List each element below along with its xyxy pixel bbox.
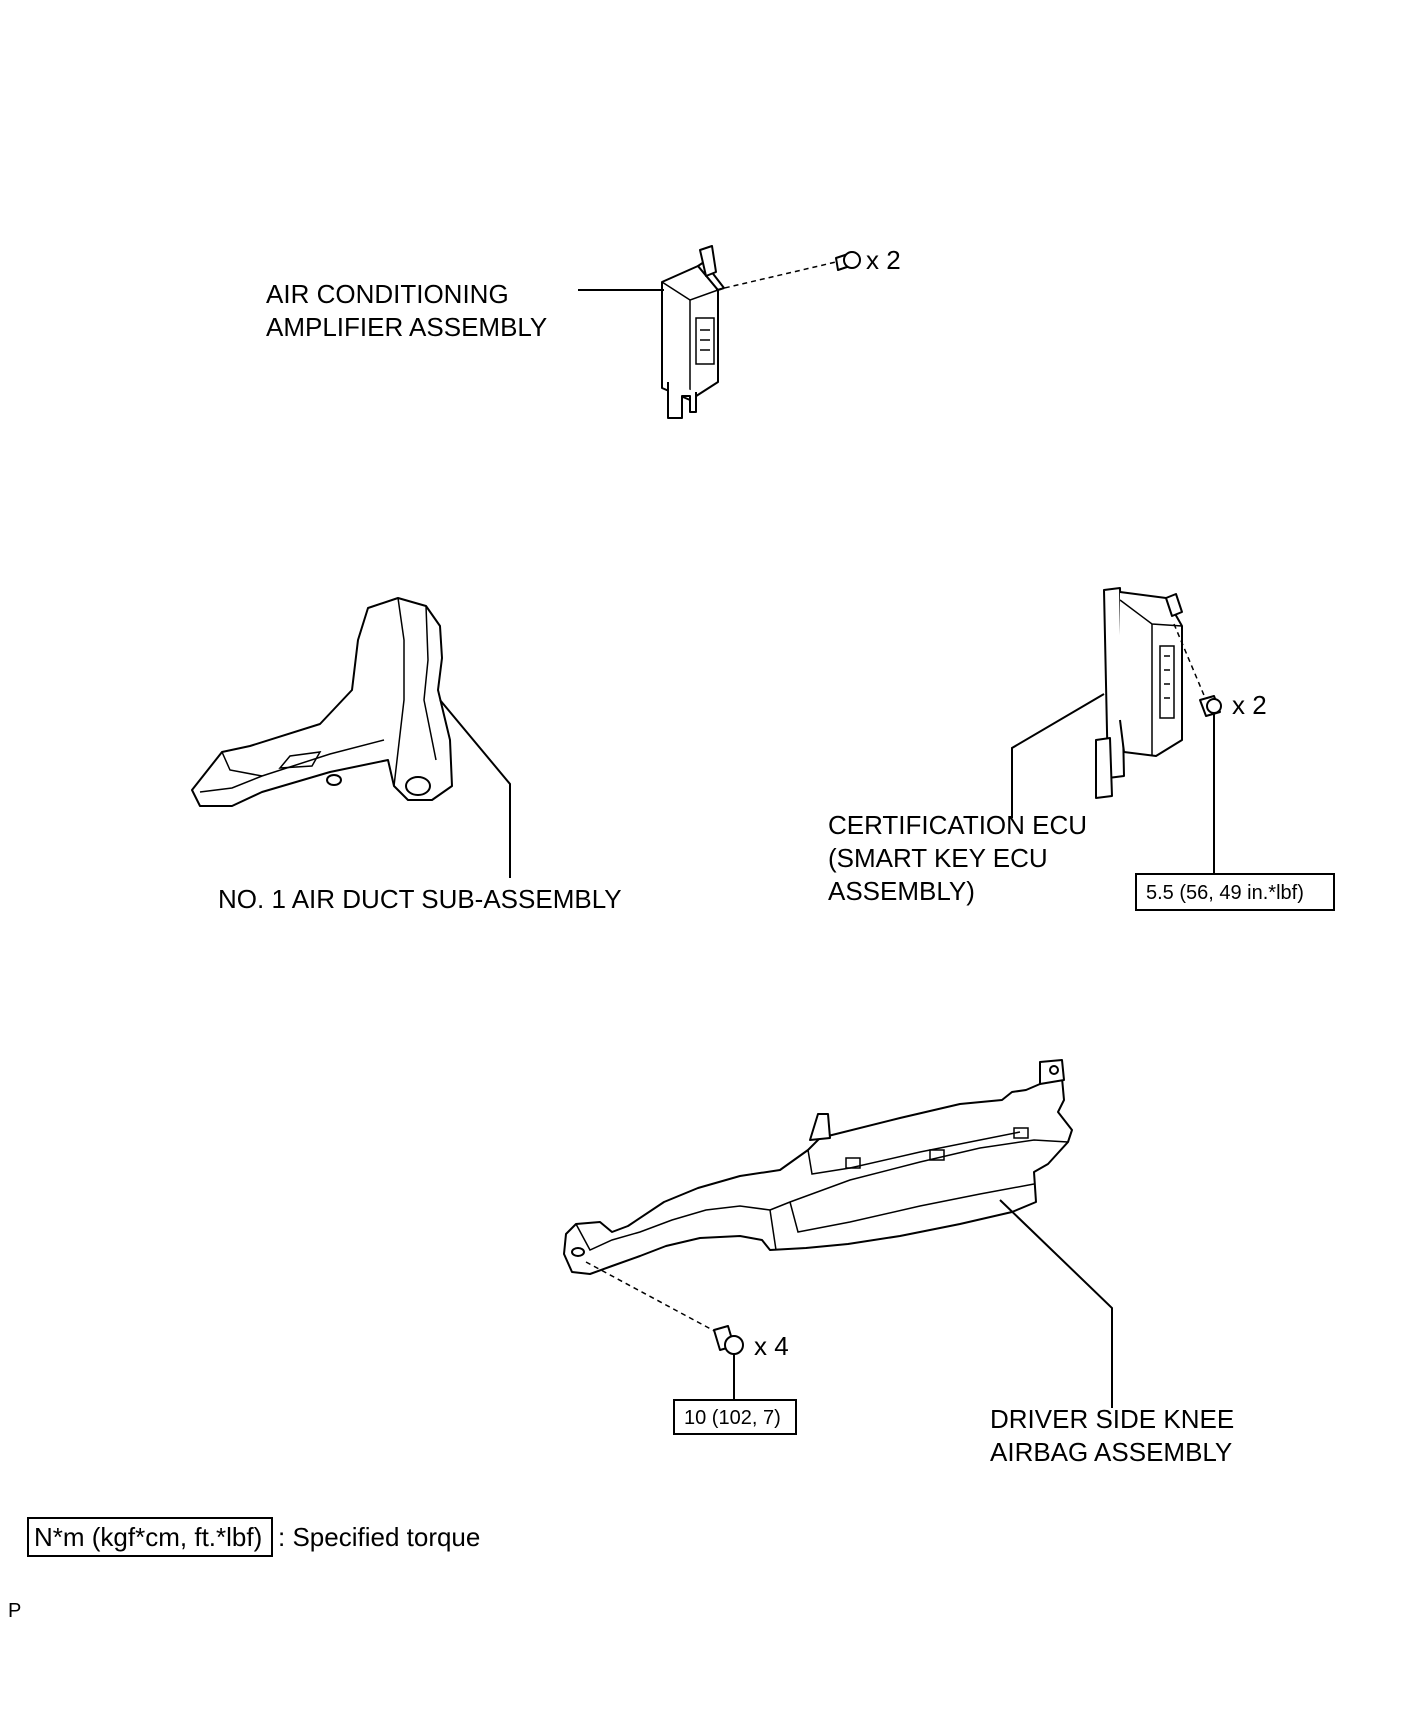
ac-amplifier-assembly — [661, 245, 725, 419]
certification-ecu-leader — [1011, 693, 1105, 818]
knee-airbag-assembly — [563, 1059, 1073, 1275]
air-duct-leader — [439, 699, 511, 878]
air-duct-sub-assembly — [191, 597, 453, 807]
knee-airbag-bolt-qty: x 4 — [754, 1331, 789, 1361]
ac-amplifier-bolt-path — [715, 261, 837, 291]
knee-airbag-bolt-path — [585, 1261, 721, 1335]
certification-ecu-torque-box — [1135, 873, 1335, 911]
certification-ecu-bolt-icon — [1199, 695, 1222, 717]
certification-ecu-torque-value: 5.5 (56, 49 in.*lbf) — [1146, 882, 1304, 904]
corner-mark: P — [8, 1600, 21, 1622]
knee-airbag-leader — [999, 1199, 1113, 1408]
ac-amplifier-bolt-qty: x 2 — [866, 245, 901, 275]
air-duct-label: NO. 1 AIR DUCT SUB-ASSEMBLY — [218, 884, 622, 914]
knee-airbag-torque-box — [673, 1399, 797, 1435]
ac-amplifier-bolt-icon — [835, 251, 861, 271]
certification-ecu-label-line3: ASSEMBLY) — [828, 876, 975, 906]
legend-torque-unit: N*m (kgf*cm, ft.*lbf) — [34, 1522, 262, 1552]
knee-airbag-label-line2: AIRBAG ASSEMBLY — [990, 1437, 1232, 1467]
knee-airbag-torque-value: 10 (102, 7) — [684, 1407, 781, 1429]
ac-amplifier-label-line2: AMPLIFIER ASSEMBLY — [266, 312, 547, 342]
knee-airbag-label-line1: DRIVER SIDE KNEE — [990, 1404, 1234, 1434]
ac-amplifier-label-line1: AIR CONDITIONING — [266, 279, 509, 309]
legend-torque-box — [27, 1517, 273, 1557]
certification-ecu-bolt-path — [1173, 623, 1207, 701]
certification-ecu-label-line1: CERTIFICATION ECU — [828, 810, 1087, 840]
certification-ecu-assembly — [1095, 587, 1183, 799]
legend-description: : Specified torque — [278, 1522, 480, 1552]
knee-airbag-bolt-icon — [713, 1325, 744, 1355]
certification-ecu-bolt-qty: x 2 — [1232, 690, 1267, 720]
certification-ecu-label-line2: (SMART KEY ECU — [828, 843, 1048, 873]
